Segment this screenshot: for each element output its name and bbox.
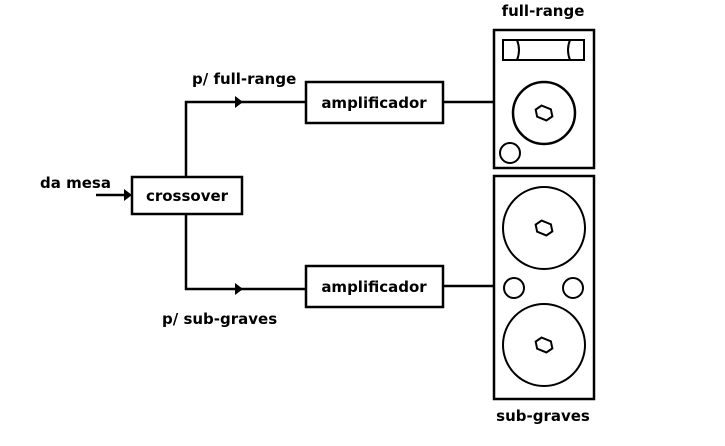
fullrange-arrowhead [235,96,243,108]
speaker-bottom-label: sub-graves [496,407,590,425]
subgraves-speaker-icon [492,174,596,401]
speaker-top-label: full-range [502,2,585,20]
fullrange-speaker-icon [492,28,596,170]
path-subgraves-label: p/ sub-graves [162,310,277,328]
amplifier-bottom-box [304,264,445,309]
amplifier-bottom-label: amplificador [321,278,427,296]
fullrange-signal-line [184,100,305,177]
path-fullrange-label: p/ full-range [192,70,296,88]
input-arrowhead [124,189,132,201]
amplifier-top-label: amplificador [321,94,427,112]
input-label: da mesa [40,174,111,192]
subgraves-arrowhead [235,283,243,295]
crossover-box [130,175,244,216]
crossover-label: crossover [146,187,229,205]
subgraves-signal-line [184,214,305,291]
